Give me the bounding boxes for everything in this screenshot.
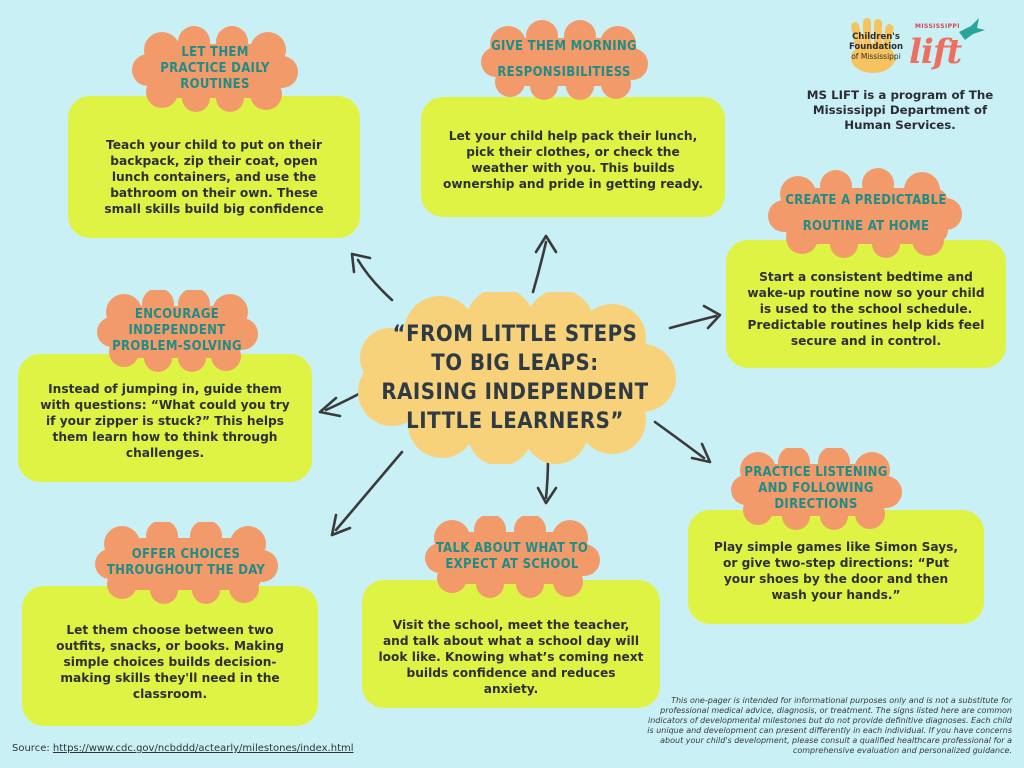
logo-cf-line1: Children's <box>852 32 900 42</box>
tip-title-cloud-problem-solving: Encourageindependentproblem-solving <box>96 290 258 372</box>
tip-title: Offer choicesthroughout the day <box>106 547 266 578</box>
tip-card-predictable-routine: Start a consistent bedtime and wake-up r… <box>726 240 1006 368</box>
tip-title: Give them morningresponsibilitiess <box>491 39 637 80</box>
tip-title-cloud-daily-routines: Let thempractice dailyroutines <box>132 26 298 112</box>
arrow-to-morning <box>531 234 558 294</box>
tip-title: Let thempractice dailyroutines <box>160 45 270 92</box>
logo-lift-small: MISSISSIPPI <box>915 23 960 30</box>
source-link[interactable]: https://www.cdc.gov/ncbddd/actearly/mile… <box>52 743 354 754</box>
center-cloud-shape <box>358 292 676 464</box>
program-note: MS LIFT is a program of The Mississippi … <box>806 88 994 132</box>
tip-body: Instead of jumping in, guide them with q… <box>40 382 290 460</box>
tip-title-cloud-listening-directions: Practice listeningand followingdirection… <box>730 448 902 530</box>
arrow-to-choices <box>330 450 404 537</box>
logo-cf-line3: of Mississippi <box>851 52 901 61</box>
tip-card-morning-responsibilities: Let your child help pack their lunch, pi… <box>421 97 725 217</box>
center-title-cloud: “From little steps to big leaps: Raising… <box>350 292 680 464</box>
tip-body: Let them choose between two outfits, sna… <box>56 623 284 701</box>
tip-title: Practice listeningand followingdirection… <box>744 465 888 512</box>
tip-title: Talk about what toexpect at school <box>435 541 589 572</box>
tip-card-expect-at-school: Visit the school, meet the teacher, and … <box>362 580 660 708</box>
tip-title: Create a predictableroutine at home <box>785 193 947 234</box>
tip-title: Encourageindependentproblem-solving <box>112 307 242 354</box>
tip-body: Visit the school, meet the teacher, and … <box>378 618 644 696</box>
source-label: Source: <box>12 743 50 754</box>
source-line: Source: https://www.cdc.gov/ncbddd/actea… <box>12 743 354 754</box>
tip-card-offer-choices: Let them choose between two outfits, sna… <box>22 586 318 726</box>
logo-lift-word: lift <box>909 32 962 72</box>
hand-icon <box>851 18 895 73</box>
tip-body: Teach your child to put on their backpac… <box>104 138 324 216</box>
logo-cf-line2: Foundation <box>848 42 904 52</box>
tip-body: Let your child help pack their lunch, pi… <box>443 129 703 191</box>
page-title: “From little steps to big leaps: Raising… <box>381 322 649 434</box>
tip-title-cloud-offer-choices: Offer choicesthroughout the day <box>94 522 278 604</box>
tip-title-cloud-predictable-routine: Create a predictableroutine at home <box>768 168 964 260</box>
tip-body: Start a consistent bedtime and wake-up r… <box>747 270 985 348</box>
arrow-to-expect <box>536 456 558 505</box>
tip-title-cloud-expect-at-school: Talk about what toexpect at school <box>424 516 600 598</box>
childrens-foundation-logo: Children's Foundation of Mississippi <box>843 18 909 74</box>
tip-card-daily-routines: Teach your child to put on their backpac… <box>68 96 360 238</box>
bird-icon <box>959 18 985 40</box>
tip-body: Play simple games like Simon Says, or gi… <box>713 540 959 602</box>
disclaimer: This one-pager is intended for informati… <box>647 696 1012 755</box>
tip-card-problem-solving: Instead of jumping in, guide them with q… <box>18 354 312 482</box>
ms-lift-logo: MISSISSIPPI lift <box>905 16 985 76</box>
tip-title-cloud-morning-responsibilities: Give them morningresponsibilitiess <box>480 20 648 100</box>
